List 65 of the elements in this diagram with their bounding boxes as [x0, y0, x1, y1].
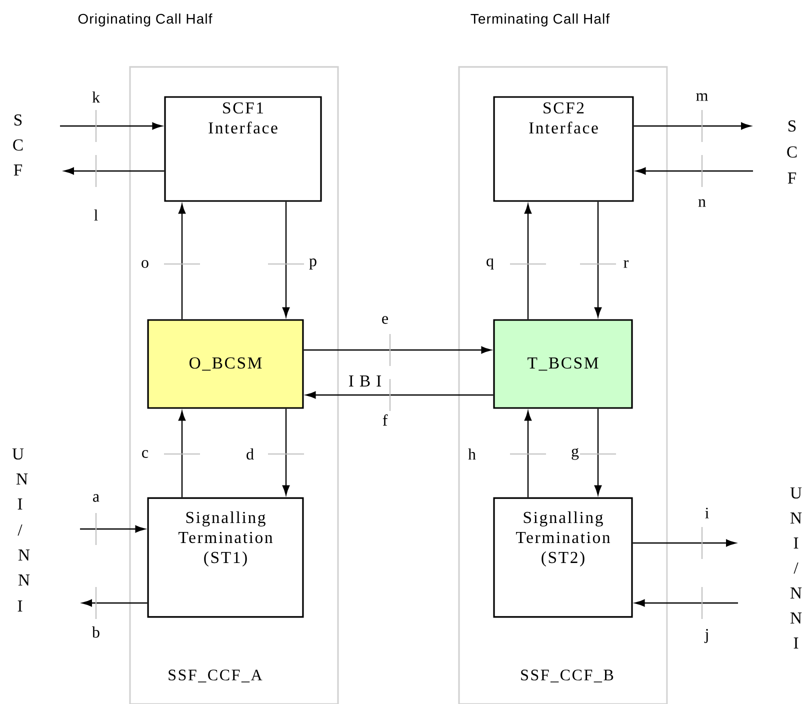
arrow — [178, 410, 186, 498]
arrow — [82, 599, 148, 607]
edge-label: e — [382, 316, 388, 324]
interface-letter: I — [18, 600, 22, 612]
edge-label: r — [624, 260, 629, 268]
panel-heading: Originating Call Half — [78, 13, 212, 27]
edge-label: k — [92, 91, 100, 103]
interface-letter: S — [788, 120, 796, 132]
arrow — [282, 202, 290, 318]
edge-label: l — [94, 209, 98, 221]
process-box: Signalling Termination (ST2) — [493, 497, 633, 618]
edge-label: c — [142, 450, 148, 458]
interface-letter: I B I — [349, 376, 382, 386]
process-box: O_BCSM — [147, 319, 304, 409]
interface-letter: C — [787, 146, 797, 158]
interface-letter: S — [14, 114, 22, 126]
interface-letter: N — [16, 474, 28, 484]
process-box: T_BCSM — [493, 319, 633, 409]
arrow — [524, 410, 532, 498]
interface-box: SCF2 Interface — [493, 96, 634, 202]
arrow — [634, 599, 738, 607]
edge-label: g — [572, 448, 579, 460]
edge-label: h — [468, 448, 476, 460]
interface-letter: U — [12, 448, 24, 460]
arrow — [80, 525, 146, 533]
arrow — [306, 391, 494, 399]
edge-label: n — [698, 199, 706, 207]
interface-letter: I — [18, 498, 22, 510]
edge-label: q — [486, 258, 494, 270]
arrow — [594, 202, 602, 318]
interface-letter: F — [14, 164, 22, 176]
arrow — [282, 408, 290, 496]
interface-letter: N — [18, 550, 30, 560]
edge-label: j — [704, 629, 708, 643]
arrow — [304, 346, 492, 354]
interface-letter: I — [794, 538, 798, 548]
arrow — [64, 167, 164, 175]
arrow — [634, 122, 751, 130]
edge-label: p — [309, 258, 316, 270]
arrow — [636, 167, 753, 175]
edge-label: a — [93, 494, 100, 502]
edge-label: b — [92, 626, 100, 638]
interface-letter: N — [790, 588, 802, 598]
interface-letter: N — [18, 574, 30, 586]
arrow — [632, 539, 736, 547]
interface-letter: N — [790, 612, 802, 624]
interface-box: SCF1 Interface — [164, 96, 322, 202]
interface-letter: / — [18, 524, 22, 536]
edge-label: i — [705, 508, 709, 518]
arrow — [60, 122, 162, 130]
interface-letter: N — [790, 512, 802, 524]
interface-letter: / — [794, 562, 798, 574]
edge-label: o — [142, 260, 148, 268]
arrow — [524, 204, 532, 320]
process-box: Signalling Termination (ST1) — [147, 497, 304, 618]
edge-label: f — [382, 414, 388, 426]
interface-letter: U — [790, 487, 802, 499]
interface-letter: I — [794, 638, 798, 648]
arrow — [594, 408, 602, 496]
edge-label: d — [246, 448, 254, 460]
panel-heading: Terminating Call Half — [470, 13, 610, 27]
interface-letter: C — [13, 139, 23, 151]
edge-label: m — [696, 93, 708, 101]
arrow — [178, 204, 186, 320]
interface-letter: F — [788, 172, 796, 184]
